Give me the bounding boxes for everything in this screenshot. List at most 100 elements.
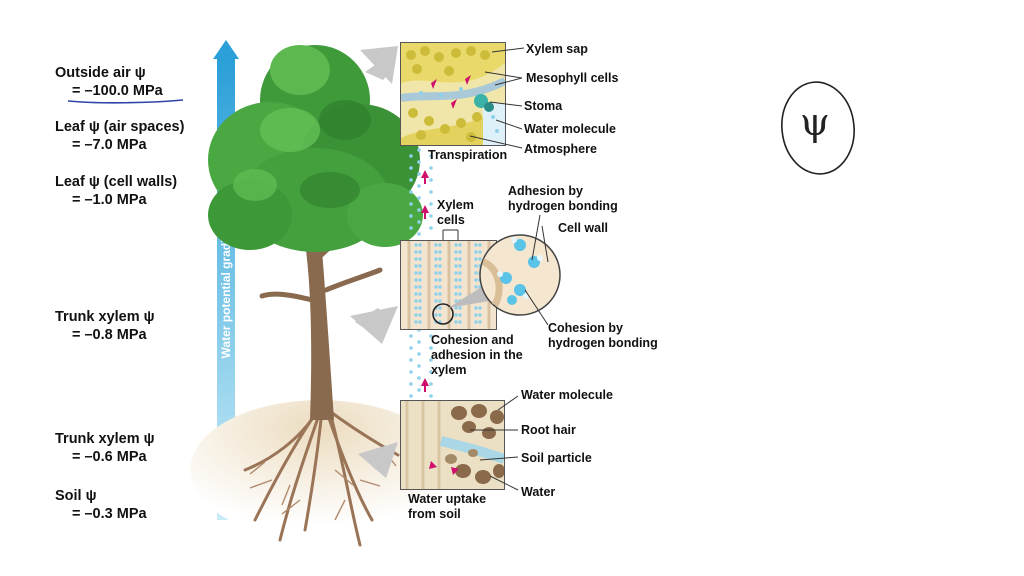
water-dot — [438, 278, 442, 282]
psi-level-soil: Soil ψ = –0.3 MPa — [55, 487, 147, 523]
trunk-panel — [400, 240, 497, 330]
water-dot — [417, 160, 421, 164]
water-dot — [417, 148, 421, 152]
water-dot — [417, 352, 421, 356]
water-dot — [454, 257, 458, 261]
label-water-uptake: Water uptake from soil — [408, 492, 487, 521]
trunk — [306, 250, 334, 420]
root-soil-illustration — [401, 401, 504, 489]
water-dot — [429, 190, 433, 194]
water-dot — [429, 178, 433, 182]
water-dot — [434, 271, 438, 275]
water-dot — [409, 214, 413, 218]
water-dot — [454, 264, 458, 268]
psi-level-value: = –0.3 MPa — [72, 506, 147, 522]
water-dot — [474, 271, 478, 275]
water-dot — [438, 306, 442, 310]
water-dot — [418, 320, 422, 324]
water-dot — [458, 278, 462, 282]
water-dot — [474, 320, 478, 324]
water-dot — [417, 340, 421, 344]
water-dot — [417, 196, 421, 200]
water-dot — [429, 154, 433, 158]
water-dot — [409, 178, 413, 182]
pointer-arrows — [350, 46, 398, 478]
water-dot — [414, 299, 418, 303]
water-dot — [434, 250, 438, 254]
water-dot — [478, 243, 482, 247]
water-dot — [474, 243, 478, 247]
label-soil-particle: Soil particle — [521, 451, 592, 465]
psi-level-trunk-xylem-lower: Trunk xylem ψ = –0.6 MPa — [55, 430, 155, 466]
water-dot — [434, 264, 438, 268]
water-dot — [418, 313, 422, 317]
water-dot — [454, 271, 458, 275]
water-dot — [418, 292, 422, 296]
water-dot — [409, 154, 413, 158]
psi-level-value: = –100.0 MPa — [72, 83, 163, 99]
water-dot — [418, 257, 422, 261]
water-dot — [429, 370, 433, 374]
water-dot — [417, 364, 421, 368]
water-dot — [418, 250, 422, 254]
label-transpiration: Transpiration — [428, 148, 508, 162]
water-dot — [429, 394, 433, 398]
label-cell-wall: Cell wall — [558, 221, 609, 235]
water-dot — [414, 306, 418, 310]
water-dot — [434, 313, 438, 317]
water-dot — [414, 285, 418, 289]
soil-area — [190, 400, 450, 540]
label-stoma: Stoma — [524, 99, 563, 113]
water-dot — [434, 292, 438, 296]
label-water-molecule-leaf: Water molecule — [524, 122, 616, 136]
water-dot — [478, 320, 482, 324]
label-cohesion: Cohesion by hydrogen bonding — [548, 321, 658, 350]
water-dot — [434, 257, 438, 261]
water-dot — [414, 257, 418, 261]
water-dot — [438, 313, 442, 317]
water-dot — [478, 257, 482, 261]
label-atmosphere: Atmosphere — [524, 142, 597, 156]
water-dot — [414, 243, 418, 247]
water-dot — [474, 313, 478, 317]
water-dot — [474, 250, 478, 254]
water-dot — [417, 388, 421, 392]
water-dot — [474, 278, 478, 282]
water-dot — [458, 264, 462, 268]
water-dot — [418, 299, 422, 303]
water-dot — [418, 278, 422, 282]
water-dot — [478, 306, 482, 310]
water-dot — [458, 292, 462, 296]
water-dot — [458, 313, 462, 317]
water-dot — [458, 257, 462, 261]
psi-level-leaf-cell-walls: Leaf ψ (cell walls) = –1.0 MPa — [55, 173, 177, 209]
label-xylem-cells: Xylem cells — [437, 198, 474, 227]
water-dot — [414, 271, 418, 275]
water-dot — [458, 250, 462, 254]
water-dot — [429, 202, 433, 206]
water-dot — [417, 208, 421, 212]
psi-level-value: = –1.0 MPa — [72, 192, 147, 208]
water-dot — [409, 190, 413, 194]
water-dot — [409, 370, 413, 374]
water-dot — [438, 292, 442, 296]
psi-level-value: = –0.8 MPa — [72, 327, 147, 343]
water-dot — [418, 306, 422, 310]
water-dot — [474, 257, 478, 261]
water-dot — [478, 250, 482, 254]
water-dot — [417, 232, 421, 236]
water-dot — [474, 285, 478, 289]
water-dot — [434, 299, 438, 303]
water-dot — [409, 202, 413, 206]
water-dot — [438, 285, 442, 289]
water-dot — [417, 172, 421, 176]
water-dot — [414, 313, 418, 317]
water-dot — [454, 320, 458, 324]
psi-level-title: Trunk xylem ψ — [55, 431, 155, 447]
water-dot — [454, 299, 458, 303]
water-dot — [414, 320, 418, 324]
water-dot — [458, 320, 462, 324]
water-dot — [454, 278, 458, 282]
